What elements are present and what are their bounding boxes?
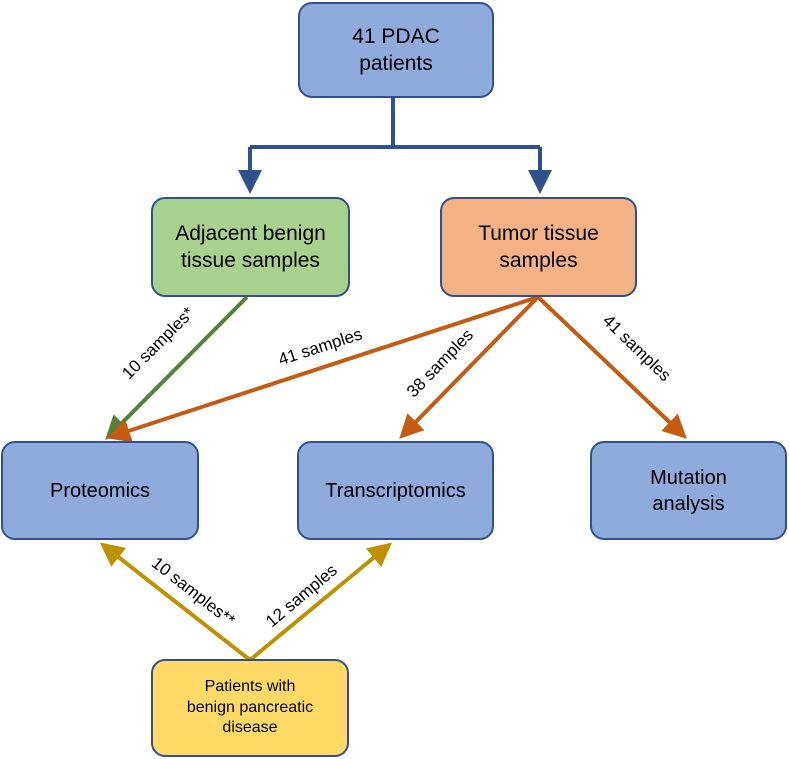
node-adjacent-benign-label: Adjacent benign tissue samples [175, 221, 326, 272]
node-tumor-tissue-label: Tumor tissue samples [478, 221, 599, 272]
arrow-tumor-to-transcriptomics [399, 295, 540, 439]
arrow-patients-to-transcriptomics [248, 542, 393, 662]
node-benign-pancreatic-patients: Patients with benign pancreatic disease [151, 659, 349, 757]
arrow-tumor-to-proteomics [106, 295, 539, 443]
node-mutation-analysis: Mutation analysis [590, 441, 787, 540]
arrow-tumor-to-mutation [536, 295, 687, 439]
edge-label-benign-proteomics: 10 samples* [118, 303, 198, 383]
edge-label-tumor-proteomics: 41 samples [276, 324, 365, 369]
node-benign-pancreatic-patients-label: Patients with benign pancreatic disease [186, 677, 314, 737]
node-adjacent-benign: Adjacent benign tissue samples [151, 197, 350, 297]
node-transcriptomics: Transcriptomics [297, 441, 494, 540]
root-split-connector [238, 97, 552, 194]
node-pdac-patients: 41 PDAC patients [298, 2, 494, 98]
node-mutation-analysis-label: Mutation analysis [650, 466, 727, 515]
node-transcriptomics-label: Transcriptomics [325, 479, 466, 502]
edge-label-tumor-mutation: 41 samples [599, 311, 675, 385]
arrow-patients-to-proteomics [99, 542, 252, 662]
node-tumor-tissue: Tumor tissue samples [440, 197, 637, 297]
arrow-benign-to-proteomics [105, 295, 249, 440]
node-pdac-patients-label: 41 PDAC patients [352, 24, 440, 75]
node-proteomics-label: Proteomics [49, 479, 151, 502]
node-proteomics: Proteomics [1, 441, 199, 540]
